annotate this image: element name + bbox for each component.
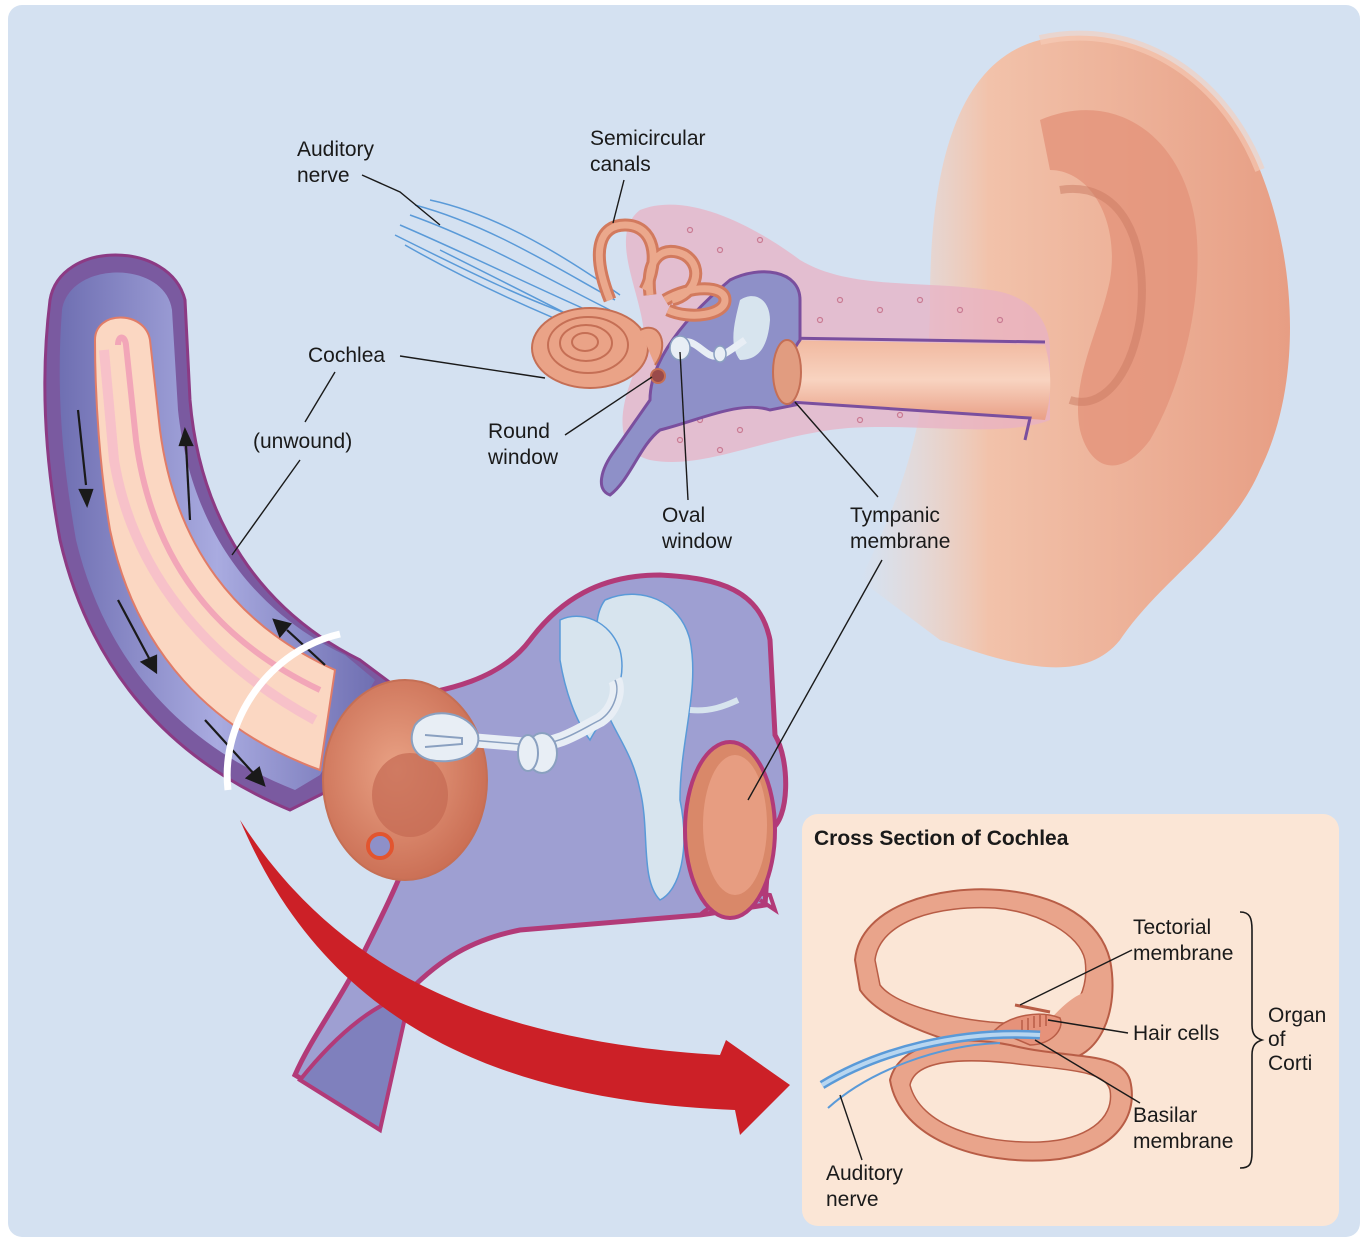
label-text: Hair cells (1133, 1022, 1219, 1045)
label-text: nerve (826, 1188, 879, 1211)
label-text: Auditory (297, 138, 375, 161)
label-text: nerve (297, 164, 350, 187)
label-text: membrane (1133, 942, 1233, 965)
label-text: Basilar (1133, 1104, 1197, 1127)
label-text: Round (488, 420, 550, 443)
panel-title: Cross Section of Cochlea (814, 827, 1069, 850)
label-text: Tympanic (850, 504, 940, 527)
round-window-large (368, 834, 392, 858)
round-window-small (651, 369, 665, 383)
tympanic-membrane-small (773, 340, 801, 404)
label-text: window (661, 530, 733, 553)
label-text: canals (590, 153, 651, 176)
label-text: Organ (1268, 1004, 1326, 1027)
label-text: Corti (1268, 1052, 1312, 1075)
cross-section-panel: Cross Section of Cochlea Tectorial membr… (802, 814, 1339, 1226)
label-text: window (487, 446, 559, 469)
label-text: Tectorial (1133, 916, 1211, 939)
label-text: Oval (662, 504, 705, 527)
label-text: membrane (850, 530, 950, 553)
label-text: (unwound) (253, 430, 352, 453)
label-text: Auditory (826, 1162, 904, 1185)
label-text: membrane (1133, 1130, 1233, 1153)
oval-window-disc (323, 680, 487, 880)
label-text: of (1268, 1028, 1286, 1051)
label-text: Cochlea (308, 344, 385, 367)
label-text: Semicircular (590, 127, 706, 150)
